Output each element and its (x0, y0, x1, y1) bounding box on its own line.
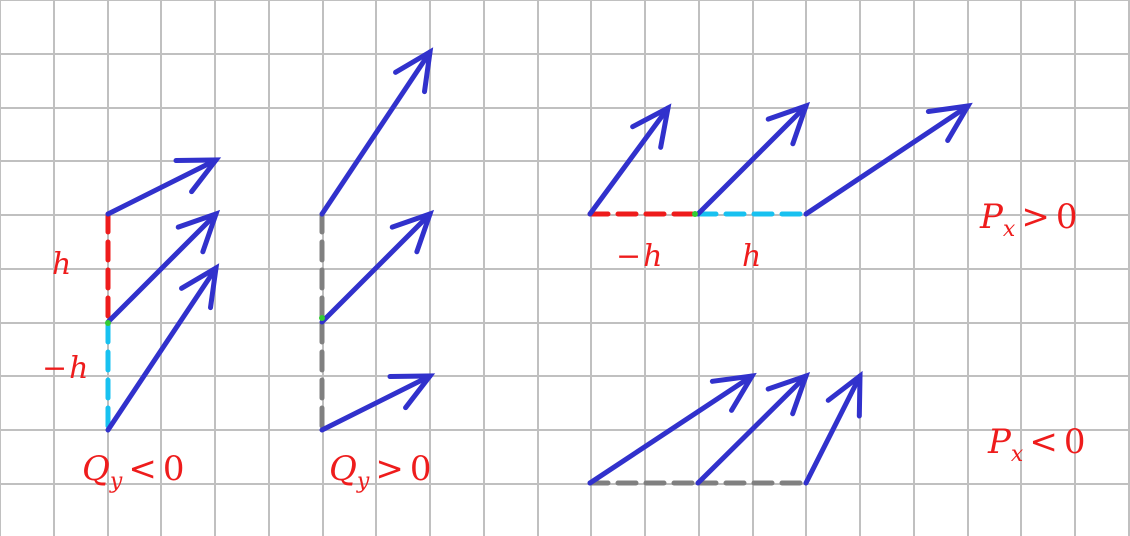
arrow-shaft (105, 157, 219, 217)
arrow-shaft (803, 103, 971, 217)
arrow-px-pos-middle (695, 101, 811, 217)
arrow-px-neg-middle (695, 371, 811, 486)
arrow-px-pos-right (803, 102, 973, 217)
arrow-head (925, 102, 973, 143)
arrow-head (179, 263, 220, 311)
arrow-shaft (695, 373, 809, 486)
label-h-vertical: h (52, 247, 72, 282)
label-qy-negative: Qy<0 (82, 449, 185, 494)
arrow-head (765, 371, 811, 417)
origin-point (105, 320, 111, 326)
arrow-head (825, 370, 863, 419)
arrow-head (175, 209, 221, 255)
arrow-qy-neg-middle (105, 209, 221, 325)
label-minus-h-vertical: −h (42, 351, 89, 386)
arrow-qy-neg-bottom (105, 263, 220, 433)
arrow-head (709, 372, 757, 413)
arrow-head (630, 103, 672, 150)
label-px-negative: Px<0 (988, 422, 1086, 467)
arrow-shaft (105, 265, 219, 433)
arrow-head (393, 47, 434, 95)
arrow-shaft (319, 49, 433, 217)
arrow-px-neg-right (803, 370, 863, 486)
arrow-shaft (319, 373, 433, 433)
origin-point (319, 315, 325, 321)
label-px-positive: Px>0 (980, 197, 1078, 242)
arrow-head (389, 209, 435, 255)
arrow-head (387, 373, 436, 411)
arrow-qy-pos-middle (319, 209, 435, 325)
vector-arrows (105, 47, 973, 486)
arrow-shaft (319, 211, 433, 325)
arrow-px-pos-left (587, 103, 672, 217)
arrow-head (173, 157, 222, 195)
arrow-shaft (105, 211, 219, 325)
origin-point (692, 211, 698, 217)
label-minus-h-horizontal: −h (616, 239, 663, 274)
arrow-qy-pos-top (319, 47, 434, 217)
arrow-head (765, 101, 811, 147)
arrow-shaft (587, 105, 671, 217)
origin-points (105, 211, 698, 326)
label-qy-positive: Qy>0 (329, 449, 432, 494)
label-h-horizontal: h (742, 239, 762, 274)
arrow-qy-pos-bottom (319, 373, 436, 433)
arrow-px-neg-left (587, 372, 757, 486)
offset-segments (105, 211, 809, 486)
arrow-shaft (695, 103, 809, 217)
arrow-shaft (803, 373, 863, 486)
arrow-qy-neg-top (105, 157, 222, 217)
arrow-shaft (587, 373, 755, 486)
